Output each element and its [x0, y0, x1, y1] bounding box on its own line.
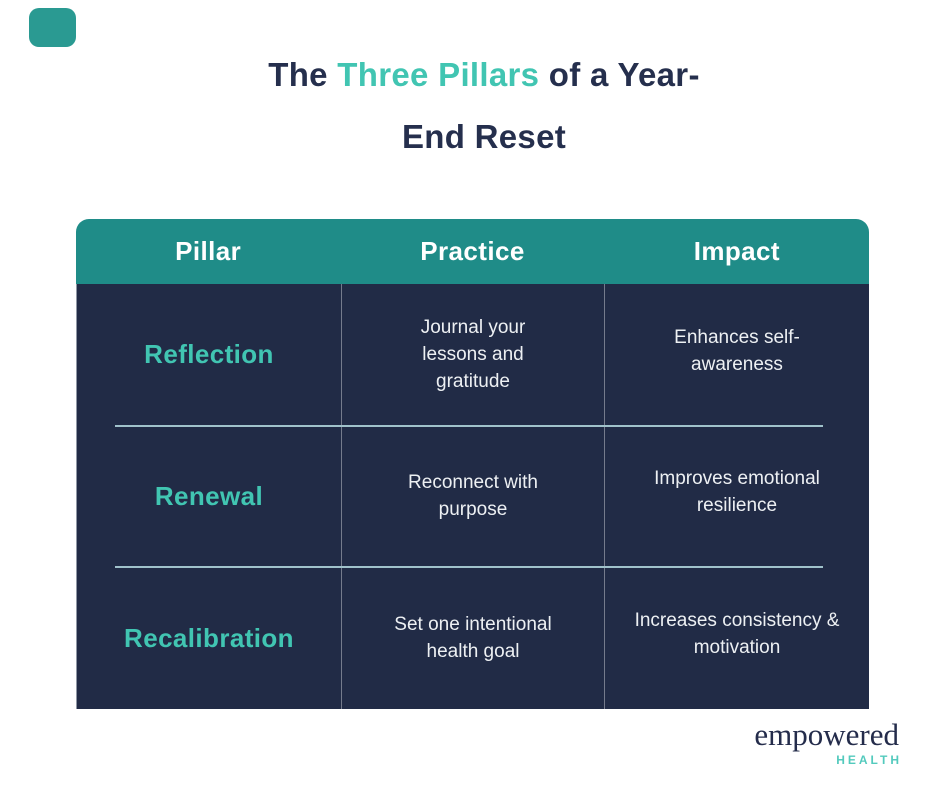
practice-text: Set one intentional health goal: [394, 614, 552, 663]
title-highlight: Three Pillars: [337, 56, 540, 93]
table-row-reflection: Reflection Journal your lessons and grat…: [77, 284, 869, 426]
impact-text: Improves emotional resilience: [654, 468, 820, 517]
page-title: The Three Pillars of a Year- End Reset: [14, 44, 940, 168]
pillar-cell: Recalibration: [77, 567, 341, 709]
impact-cell: Increases consistency & motivation: [605, 567, 869, 709]
practice-text: Reconnect with purpose: [408, 472, 538, 521]
pillar-name: Recalibration: [124, 622, 294, 653]
table-row-recalibration: Recalibration Set one intentional health…: [77, 566, 869, 709]
column-header-pillar: Pillar: [175, 236, 242, 266]
pillar-name: Reflection: [144, 339, 274, 370]
impact-text: Increases consistency & motivation: [634, 610, 840, 659]
impact-text: Enhances self- awareness: [674, 326, 800, 375]
practice-cell: Reconnect with purpose: [341, 425, 605, 568]
column-header-practice: Practice: [420, 236, 525, 266]
practice-cell: Journal your lessons and gratitude: [341, 284, 605, 426]
pillar-cell: Renewal: [77, 426, 341, 568]
practice-text: Journal your lessons and gratitude: [420, 317, 526, 393]
impact-cell: Enhances self- awareness: [605, 284, 869, 426]
pillar-name: Renewal: [154, 480, 264, 511]
title-prefix: The: [268, 56, 338, 93]
logo-wordmark: empowered: [754, 717, 899, 752]
title-suffix: of a Year-: [539, 56, 700, 93]
corner-accent-shape: [29, 8, 76, 47]
column-header-impact: Impact: [693, 236, 780, 266]
impact-cell: Improves emotional resilience: [605, 426, 869, 568]
brand-logo: empowered HEALTH: [754, 717, 902, 768]
title-line-1: The Three Pillars of a Year-: [14, 44, 940, 106]
table-row-renewal: Renewal Reconnect with purpose Improves …: [77, 424, 869, 568]
pillar-cell: Reflection: [77, 284, 341, 426]
title-line-2: End Reset: [401, 118, 567, 155]
pillars-table: Pillar Practice Impact Reflection Journa…: [76, 219, 869, 709]
practice-cell: Set one intentional health goal: [341, 567, 605, 709]
table-body: Reflection Journal your lessons and grat…: [76, 284, 869, 709]
logo-subtitle: HEALTH: [836, 753, 902, 767]
table-header-row: Pillar Practice Impact: [76, 219, 869, 284]
